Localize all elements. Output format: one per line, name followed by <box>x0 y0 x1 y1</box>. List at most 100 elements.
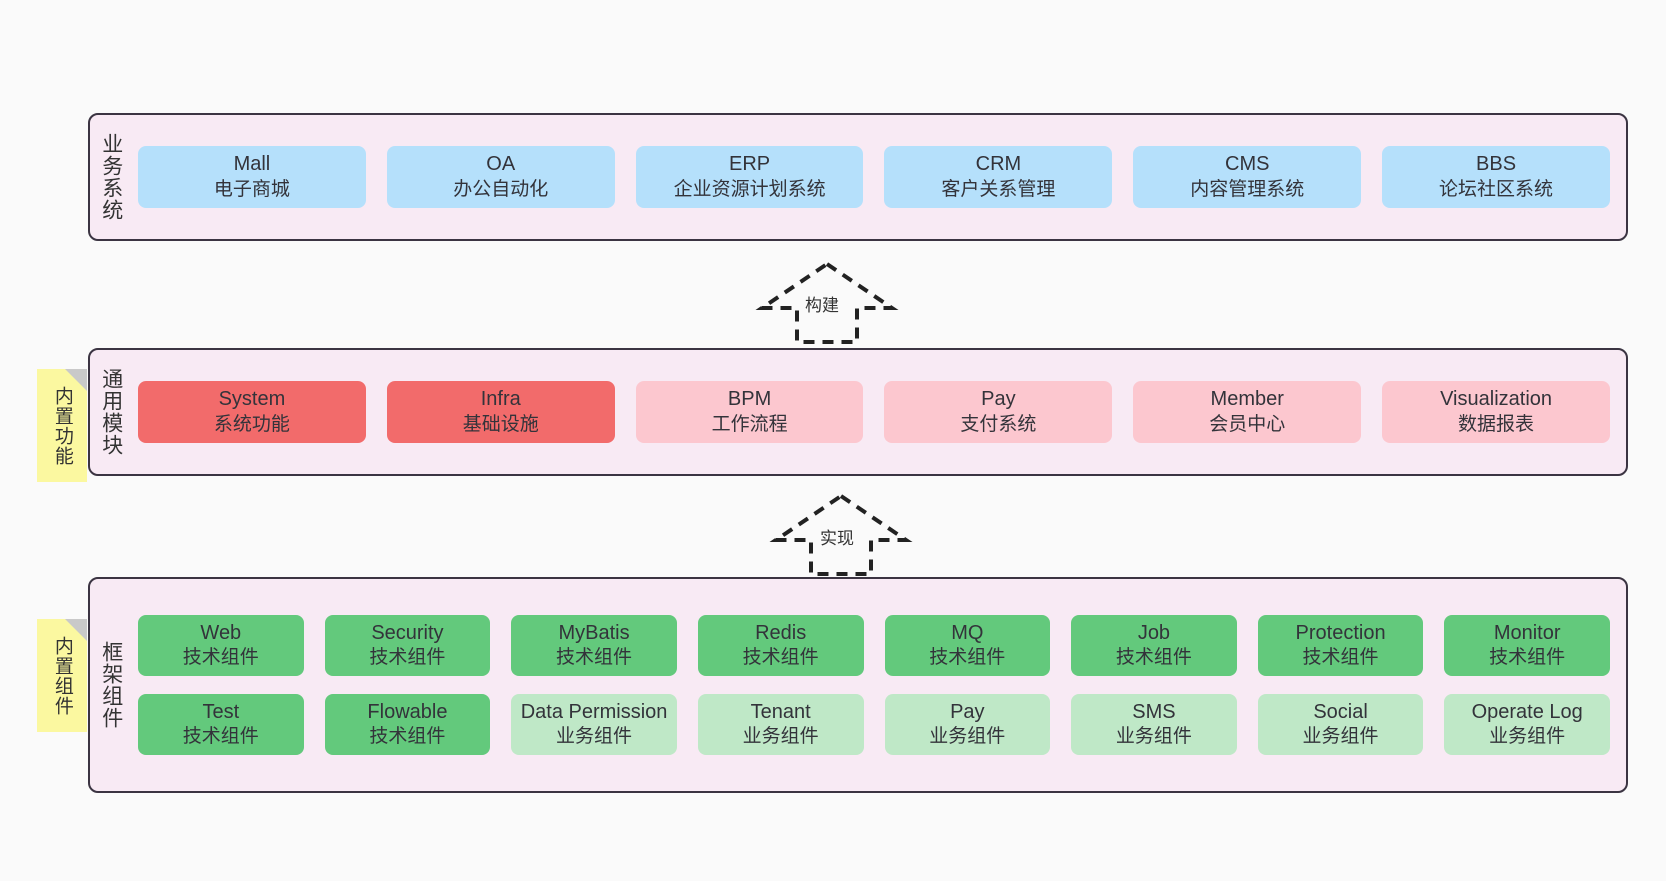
layer-framework-components-body: Web 技术组件 Security 技术组件 MyBatis 技术组件 Redi… <box>132 579 1626 791</box>
card-protection-en: Protection <box>1295 621 1386 644</box>
card-job-en: Job <box>1137 621 1171 644</box>
layer-common-modules-title: 通用模块 <box>99 368 123 456</box>
card-operate-log-cn: 业务组件 <box>1489 726 1566 748</box>
card-protection-cn: 技术组件 <box>1302 647 1379 669</box>
layer-framework-components-title: 框架组件 <box>99 641 123 729</box>
card-mall[interactable]: Mall 电子商城 <box>138 146 366 208</box>
card-security-cn: 技术组件 <box>369 647 446 669</box>
arrow-implement <box>766 490 916 578</box>
card-web-en: Web <box>200 621 242 644</box>
card-cms[interactable]: CMS 内容管理系统 <box>1133 146 1362 208</box>
card-social[interactable]: Social 业务组件 <box>1257 694 1424 756</box>
arrow-build <box>752 258 902 346</box>
layer-business-systems: 业务系统 Mall 电子商城 OA 办公自动化 ERP 企业资源计划系统 CRM… <box>88 113 1628 241</box>
sticky-note-builtin-features: 内置功能 <box>37 369 87 482</box>
arrow-implement-icon <box>769 493 913 576</box>
card-tenant-en: Tenant <box>750 701 811 723</box>
card-test-en: Test <box>202 701 240 723</box>
layer-common-modules-body: System 系统功能 Infra 基础设施 BPM 工作流程 Pay 支付系统… <box>132 350 1626 474</box>
card-pay-component-en: Pay <box>950 701 985 723</box>
card-mall-cn: 电子商城 <box>213 178 290 200</box>
layer-business-systems-title: 业务系统 <box>99 133 123 221</box>
card-erp-cn: 企业资源计划系统 <box>673 178 826 200</box>
layer-common-modules: 通用模块 System 系统功能 Infra 基础设施 BPM 工作流程 Pay… <box>88 348 1628 476</box>
card-test[interactable]: Test 技术组件 <box>138 694 304 756</box>
card-data-permission-cn: 业务组件 <box>556 726 633 748</box>
card-crm[interactable]: CRM 客户关系管理 <box>884 146 1113 208</box>
card-protection[interactable]: Protection 技术组件 <box>1257 614 1424 676</box>
card-member-en: Member <box>1210 388 1284 411</box>
card-pay-component[interactable]: Pay 业务组件 <box>884 694 1051 756</box>
framework-business-row: Test 技术组件 Flowable 技术组件 Data Permission … <box>138 694 1610 756</box>
card-test-cn: 技术组件 <box>182 726 259 748</box>
card-flowable[interactable]: Flowable 技术组件 <box>324 694 491 756</box>
card-monitor[interactable]: Monitor 技术组件 <box>1444 614 1610 676</box>
card-member-cn: 会员中心 <box>1209 413 1286 435</box>
card-bpm[interactable]: BPM 工作流程 <box>635 381 864 443</box>
card-redis-cn: 技术组件 <box>742 647 819 669</box>
layer-framework-components: 框架组件 Web 技术组件 Security 技术组件 MyBatis 技术组件… <box>88 577 1628 793</box>
card-data-permission[interactable]: Data Permission 业务组件 <box>511 694 677 756</box>
card-flowable-cn: 技术组件 <box>369 726 446 748</box>
sticky-note-builtin-features-text: 内置功能 <box>51 385 73 466</box>
card-cms-cn: 内容管理系统 <box>1190 178 1305 200</box>
card-member[interactable]: Member 会员中心 <box>1133 381 1362 443</box>
arrow-build-icon <box>755 261 899 344</box>
card-web[interactable]: Web 技术组件 <box>138 614 304 676</box>
framework-tech-row: Web 技术组件 Security 技术组件 MyBatis 技术组件 Redi… <box>138 614 1610 676</box>
card-mybatis[interactable]: MyBatis 技术组件 <box>511 614 677 676</box>
card-infra[interactable]: Infra 基础设施 <box>386 381 615 443</box>
card-crm-en: CRM <box>975 153 1022 176</box>
card-tenant[interactable]: Tenant 业务组件 <box>697 694 864 756</box>
card-pay-component-cn: 业务组件 <box>929 726 1006 748</box>
card-operate-log[interactable]: Operate Log 业务组件 <box>1444 694 1610 756</box>
card-monitor-cn: 技术组件 <box>1489 647 1566 669</box>
business-card-row: Mall 电子商城 OA 办公自动化 ERP 企业资源计划系统 CRM 客户关系… <box>138 146 1610 208</box>
card-monitor-en: Monitor <box>1493 621 1561 644</box>
card-mq-cn: 技术组件 <box>929 647 1006 669</box>
card-crm-cn: 客户关系管理 <box>941 178 1056 200</box>
card-pay-module-en: Pay <box>981 388 1016 411</box>
card-mq[interactable]: MQ 技术组件 <box>884 614 1051 676</box>
card-sms-cn: 业务组件 <box>1115 726 1192 748</box>
card-mq-en: MQ <box>951 621 984 644</box>
card-mall-en: Mall <box>233 153 271 176</box>
card-cms-en: CMS <box>1225 153 1270 176</box>
card-oa[interactable]: OA 办公自动化 <box>386 146 615 208</box>
card-security[interactable]: Security 技术组件 <box>324 614 491 676</box>
card-bpm-cn: 工作流程 <box>711 413 788 435</box>
card-security-en: Security <box>371 621 444 644</box>
card-redis[interactable]: Redis 技术组件 <box>697 614 864 676</box>
card-pay-module[interactable]: Pay 支付系统 <box>884 381 1113 443</box>
card-infra-en: Infra <box>480 388 521 411</box>
card-social-cn: 业务组件 <box>1302 726 1379 748</box>
card-data-permission-en: Data Permission <box>520 701 668 723</box>
card-system[interactable]: System 系统功能 <box>138 381 366 443</box>
arrow-implement-label: 实现 <box>820 529 854 548</box>
card-web-cn: 技术组件 <box>182 647 259 669</box>
card-sms-en: SMS <box>1132 701 1176 723</box>
card-erp[interactable]: ERP 企业资源计划系统 <box>635 146 864 208</box>
card-job[interactable]: Job 技术组件 <box>1071 614 1237 676</box>
card-mybatis-en: MyBatis <box>558 621 630 644</box>
card-pay-module-cn: 支付系统 <box>960 413 1037 435</box>
layer-business-systems-body: Mall 电子商城 OA 办公自动化 ERP 企业资源计划系统 CRM 客户关系… <box>132 115 1626 239</box>
card-flowable-en: Flowable <box>367 701 448 723</box>
card-visualization-en: Visualization <box>1440 388 1553 411</box>
card-infra-cn: 基础设施 <box>462 413 539 435</box>
card-bbs-en: BBS <box>1476 153 1517 176</box>
sticky-note-builtin-components: 内置组件 <box>37 619 87 732</box>
card-oa-cn: 办公自动化 <box>453 178 549 200</box>
module-card-row: System 系统功能 Infra 基础设施 BPM 工作流程 Pay 支付系统… <box>138 381 1610 443</box>
card-job-cn: 技术组件 <box>1115 647 1192 669</box>
card-system-cn: 系统功能 <box>213 413 290 435</box>
card-tenant-cn: 业务组件 <box>742 726 819 748</box>
card-erp-en: ERP <box>729 153 771 176</box>
card-bbs[interactable]: BBS 论坛社区系统 <box>1382 146 1610 208</box>
card-bpm-en: BPM <box>727 388 772 411</box>
card-visualization[interactable]: Visualization 数据报表 <box>1382 381 1610 443</box>
arrow-build-label: 构建 <box>805 296 839 315</box>
card-sms[interactable]: SMS 业务组件 <box>1071 694 1237 756</box>
card-visualization-cn: 数据报表 <box>1458 413 1535 435</box>
